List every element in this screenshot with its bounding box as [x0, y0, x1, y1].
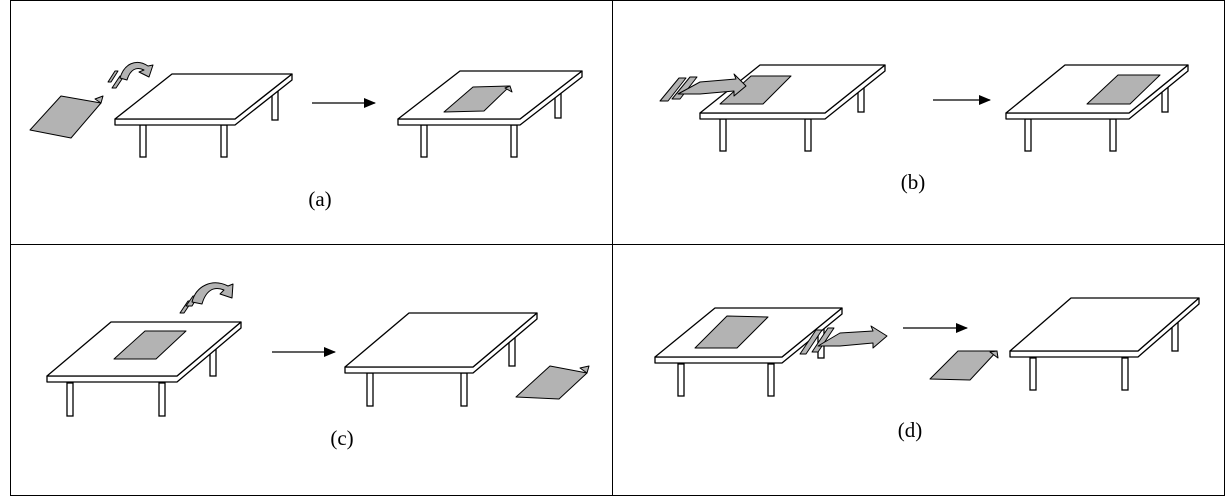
sheet-object-loose	[516, 366, 587, 399]
table-leg	[367, 373, 373, 406]
table-after	[345, 313, 537, 406]
panel-label: (d)	[898, 418, 923, 442]
table-after	[1006, 65, 1188, 151]
table-leg	[1110, 119, 1116, 151]
table-leg	[805, 119, 811, 151]
table-leg	[67, 383, 73, 416]
table-leg	[678, 364, 684, 396]
table-leg	[159, 383, 165, 416]
panel-c: (c)	[47, 283, 589, 450]
table-after	[398, 71, 582, 157]
panel-label: (c)	[330, 426, 353, 450]
panel-label: (b)	[901, 170, 926, 194]
sheet-object-loose	[930, 351, 997, 380]
table-before	[115, 74, 292, 157]
table-leg	[720, 119, 726, 151]
table-leg	[221, 125, 227, 157]
curved-arrow	[120, 62, 153, 80]
panel-b: (b)	[660, 65, 1188, 194]
table-leg	[461, 373, 467, 406]
panel-d: (d)	[655, 298, 1199, 442]
table-leg	[1025, 119, 1031, 151]
table-after	[1010, 298, 1199, 390]
table-leg	[140, 125, 146, 157]
curved-arrow	[192, 283, 233, 304]
panel-label: (a)	[308, 187, 331, 211]
table-before	[700, 65, 885, 151]
panel-a: (a)	[30, 62, 582, 211]
table-leg	[1030, 358, 1036, 390]
table-leg	[511, 125, 517, 157]
table-leg	[768, 364, 774, 396]
table-leg	[1122, 358, 1128, 390]
table-before	[47, 322, 241, 416]
sheet-object-loose	[30, 96, 101, 138]
table-leg	[421, 125, 427, 157]
